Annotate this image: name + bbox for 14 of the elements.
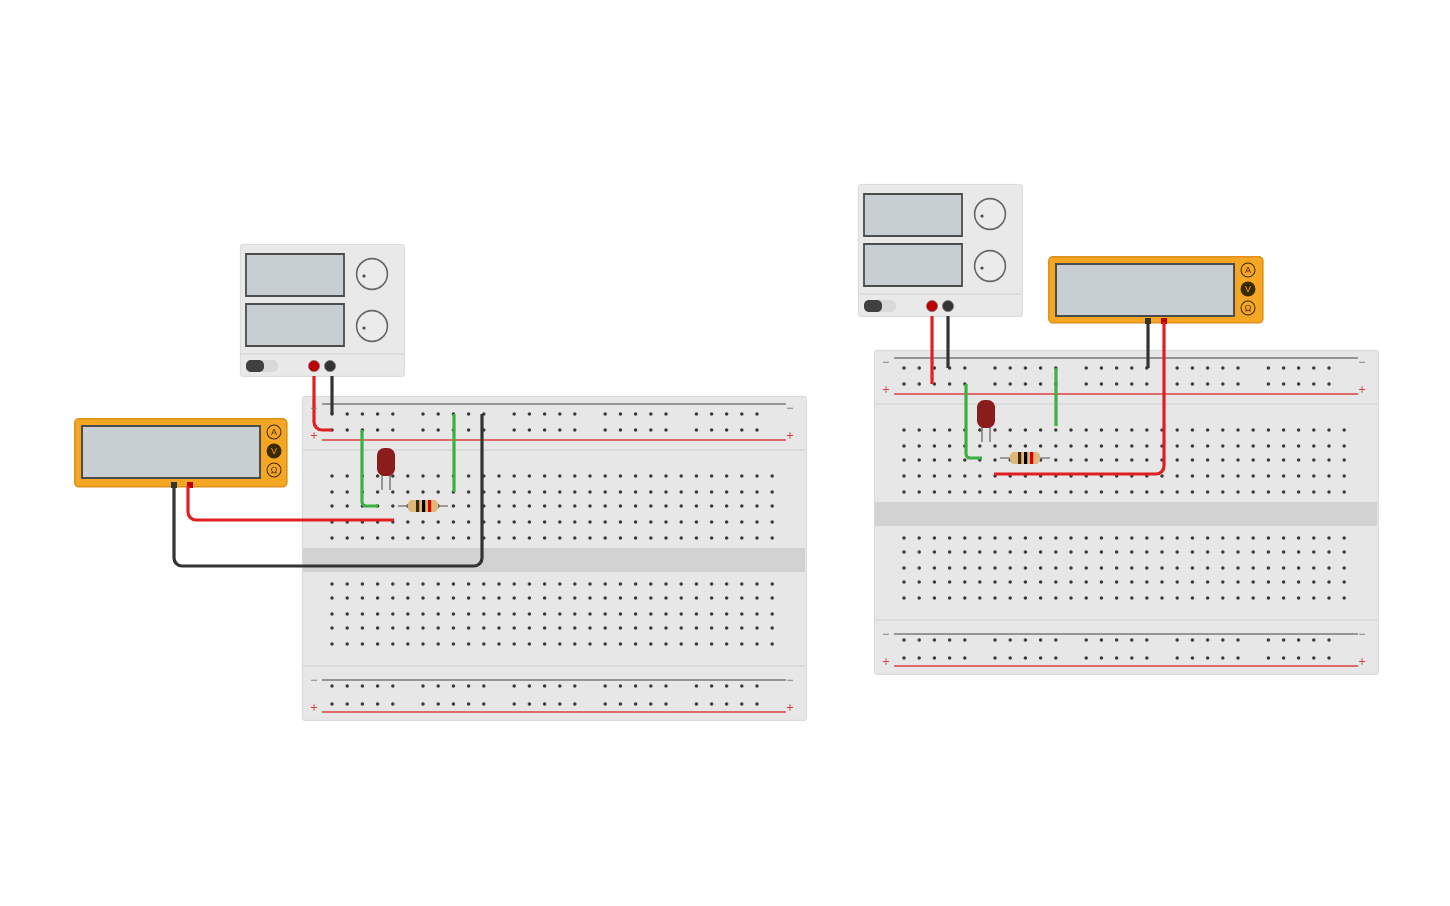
breadboard-drawing bbox=[301, 396, 807, 721]
wire bbox=[930, 316, 934, 384]
wire bbox=[946, 316, 950, 368]
multimeter-drawing bbox=[1048, 256, 1264, 324]
wire bbox=[330, 376, 334, 414]
wire bbox=[186, 486, 394, 522]
multimeter-drawing bbox=[74, 418, 288, 488]
wire bbox=[1146, 322, 1150, 368]
power-supply-drawing bbox=[857, 184, 1023, 317]
wire bbox=[312, 376, 332, 432]
breadboard-drawing bbox=[873, 350, 1379, 675]
power-supply-drawing bbox=[239, 244, 405, 377]
wire bbox=[994, 322, 1166, 476]
wire bbox=[172, 414, 484, 568]
